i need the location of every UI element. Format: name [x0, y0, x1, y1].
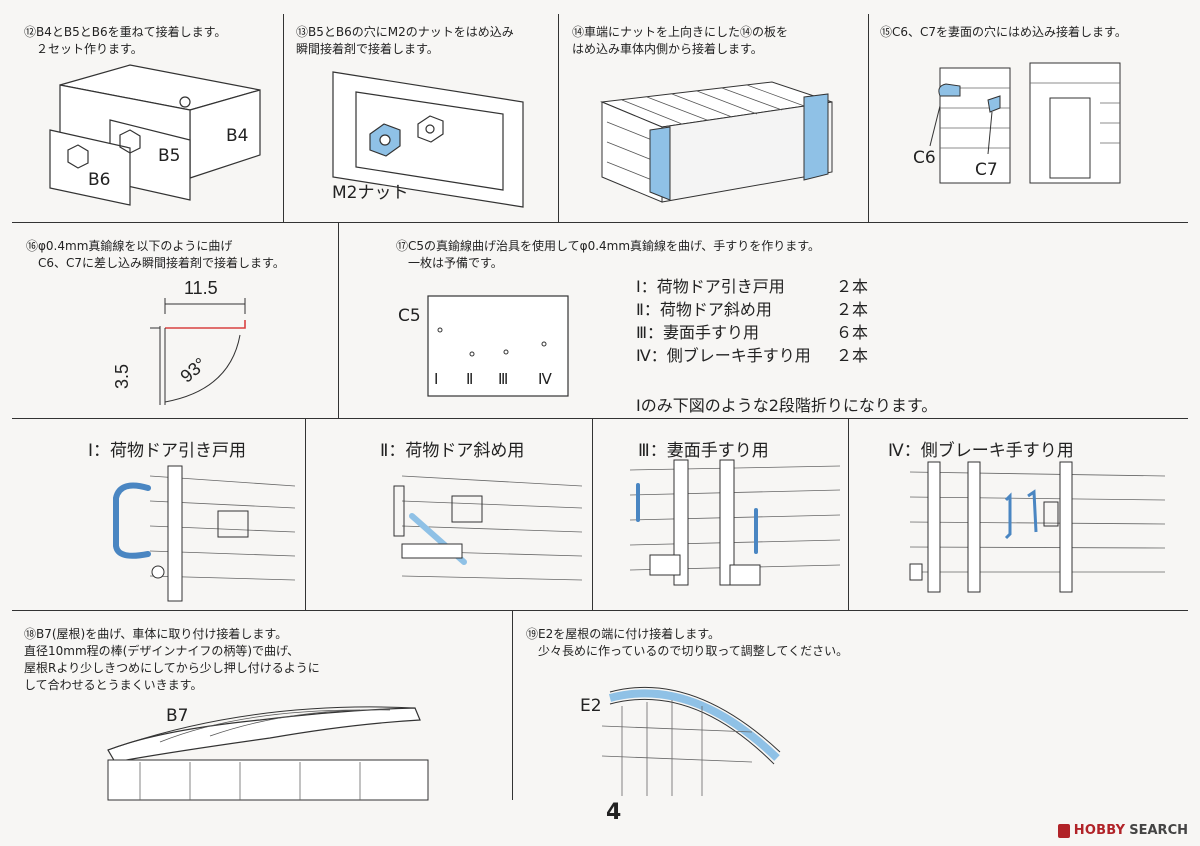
divider — [592, 418, 593, 610]
step-12-text: ⑫B4とB5とB6を重ねて接着します。 ２セット作ります。 — [24, 25, 227, 56]
pane-4-diagram — [909, 461, 1166, 593]
pane-title-2: Ⅱ：荷物ドア斜め用 — [380, 441, 525, 461]
label-e2: E2 — [580, 696, 602, 716]
watermark-brand: HOBBY — [1073, 823, 1126, 838]
divider — [305, 418, 306, 610]
label-b7: B7 — [166, 706, 189, 726]
handrail-1-icon — [113, 482, 151, 559]
nut-plate-right-icon — [803, 93, 829, 181]
step-14-diagram — [600, 81, 833, 203]
bent-wire — [165, 320, 246, 329]
divider — [512, 610, 513, 800]
hobbysearch-logo-icon — [1057, 823, 1070, 838]
e2-strip-icon — [608, 689, 780, 761]
jig-mark-2: Ⅱ — [466, 370, 474, 388]
divider — [12, 418, 1188, 419]
step-13-diagram — [332, 71, 524, 208]
c6-part-icon — [938, 83, 961, 97]
divider — [558, 14, 559, 222]
label-b6: B6 — [88, 170, 111, 190]
divider — [283, 14, 284, 222]
jig-mark-4: Ⅳ — [538, 370, 552, 388]
divider — [12, 610, 1188, 611]
c5-jig — [427, 295, 569, 397]
step-19-diagram — [601, 686, 781, 796]
label-b5: B5 — [158, 146, 181, 166]
step-15-text: ⑮C6、C7を妻面の穴にはめ込み接着します。 — [880, 25, 1127, 39]
step-16-diagram — [150, 298, 246, 405]
jig-mark-3: Ⅲ — [498, 370, 509, 388]
handrail-4a-icon — [1004, 492, 1012, 540]
page-number: 4 — [606, 800, 622, 825]
watermark: HOBBY SEARCH — [1057, 823, 1188, 838]
step-18-diagram — [107, 706, 429, 801]
divider — [338, 222, 339, 418]
label-c7: C7 — [975, 160, 998, 180]
label-c5: C5 — [398, 306, 421, 326]
pane-2-diagram — [393, 475, 583, 581]
step-13-text: ⑬B5とB6の穴にM2のナットをはめ込み 瞬間接着剤で接着します。 — [296, 25, 514, 56]
divider — [12, 222, 1188, 223]
divider — [868, 14, 869, 222]
label-m2-nut: M2ナット — [332, 183, 409, 203]
label-c6: C6 — [913, 148, 936, 168]
pane-title-1: Ⅰ：荷物ドア引き戸用 — [88, 441, 247, 461]
jig-mark-1: Ⅰ — [434, 370, 439, 388]
step-19-text: ⑲E2を屋根の端に付け接着します。 少々長めに作っているので切り取って調整してく… — [526, 627, 849, 658]
divider — [848, 418, 849, 610]
watermark-suffix: SEARCH — [1129, 823, 1188, 838]
step-16-text: ⑯φ0.4mm真鍮線を以下のように曲げ C6、C7に差し込み瞬間接着剤で接着しま… — [26, 239, 285, 270]
pane-title-4: Ⅳ：側ブレーキ手すり用 — [888, 441, 1074, 461]
handrail-4b-icon — [1027, 489, 1038, 533]
dim-height: 3.5 — [112, 363, 133, 390]
nut-plate-left-icon — [649, 126, 671, 201]
fold-note: Ⅰのみ下図のような2段階折りになります。 — [636, 396, 938, 415]
step-14-text: ⑭車端にナットを上向きにした⑭の板を はめ込み車体内側から接着します。 — [572, 25, 789, 56]
step-12-diagram — [49, 64, 261, 206]
pane-title-3: Ⅲ：妻面手すり用 — [638, 441, 769, 461]
c7-part-icon — [987, 95, 1001, 113]
pane-3-diagram — [629, 459, 841, 586]
pane-1-diagram — [113, 465, 296, 602]
step-17-text: ⑰C5の真鍮線曲げ治具を使用してφ0.4mm真鍮線を曲げ、手すりを作ります。 一… — [396, 239, 820, 270]
step-15-diagram — [929, 62, 1121, 184]
step-18-text: ⑱B7(屋根)を曲げ、車体に取り付け接着します。 直径10mm程の棒(デザインナ… — [24, 627, 320, 692]
dim-width: 11.5 — [184, 278, 218, 298]
label-b4: B4 — [226, 126, 249, 146]
